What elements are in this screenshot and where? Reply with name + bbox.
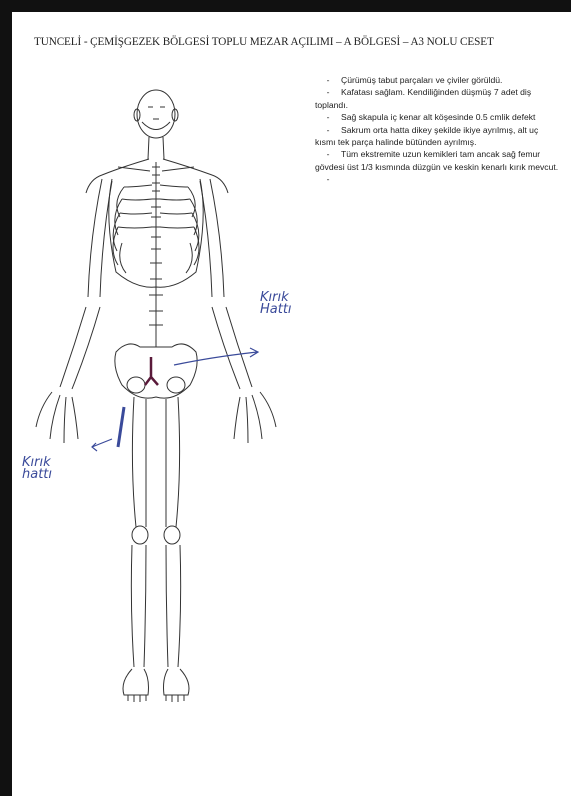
note-item: -Çürümüş tabut parçaları ve çiviler görü… (315, 74, 561, 86)
note-item: -Sağ skapula iç kenar alt köşesinde 0.5 … (315, 111, 561, 123)
note-item: -Tüm ekstremite uzun kemikleri tam ancak… (315, 148, 561, 173)
skeleton-figure (12, 67, 312, 732)
document-page: TUNCELİ - ÇEMİŞGEZEK BÖLGESİ TOPLU MEZAR… (12, 12, 571, 796)
note-item: -Kafatası sağlam. Kendiliğinden düşmüş 7… (315, 86, 561, 111)
annotation-arrow-left (92, 439, 112, 451)
femur-fracture-mark (118, 407, 124, 447)
note-item-empty: - (315, 173, 561, 185)
annotation-right-line-2: Hattı (260, 304, 292, 316)
annotation-left-line-2: hattı (22, 469, 52, 481)
sacrum-fracture-mark (145, 357, 158, 385)
annotation-left: Kırık hattı (22, 457, 52, 481)
findings-notes: -Çürümüş tabut parçaları ve çiviler görü… (315, 74, 561, 186)
note-item: -Sakrum orta hatta dikey şekilde ikiye a… (315, 124, 561, 149)
document-title: TUNCELİ - ÇEMİŞGEZEK BÖLGESİ TOPLU MEZAR… (34, 36, 554, 48)
annotation-arrow-right (174, 348, 258, 365)
annotation-right: Kırık Hattı (260, 292, 292, 316)
